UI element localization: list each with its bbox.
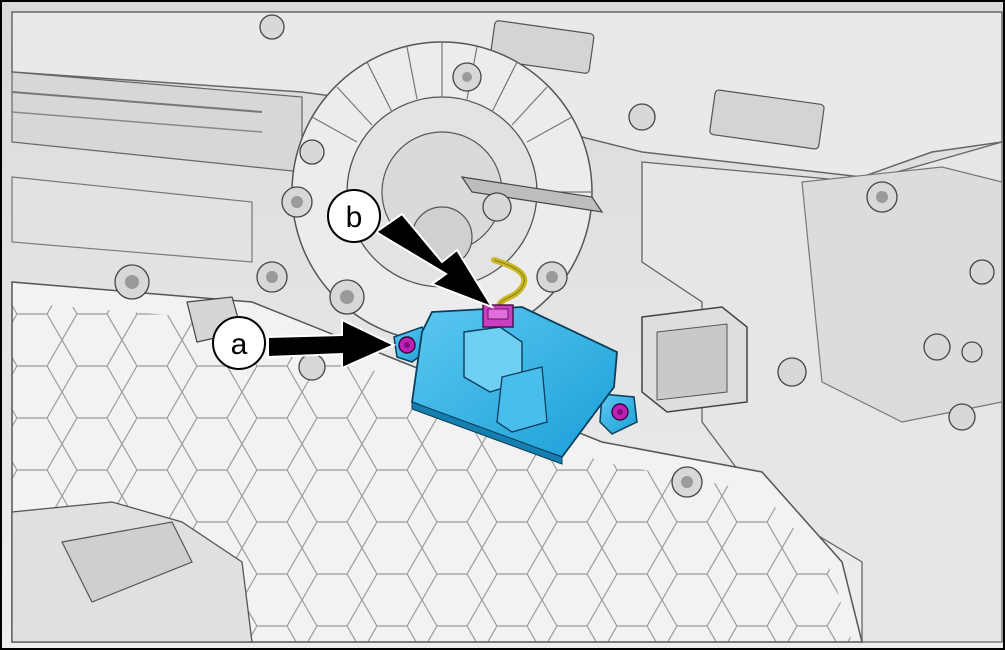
- callout-a-letter: a: [231, 328, 248, 361]
- callout-arrow-a: [267, 318, 397, 370]
- callout-a: a × 2: [212, 316, 310, 370]
- callout-b: b: [327, 189, 381, 243]
- callout-arrow-b: [374, 212, 495, 309]
- callout-a-quantity: × 2: [279, 334, 310, 359]
- callout-b-letter: b: [346, 201, 363, 234]
- control-module: [393, 304, 638, 465]
- screw-left: [398, 336, 416, 354]
- module-connector: [482, 304, 514, 328]
- screw-right: [611, 403, 629, 421]
